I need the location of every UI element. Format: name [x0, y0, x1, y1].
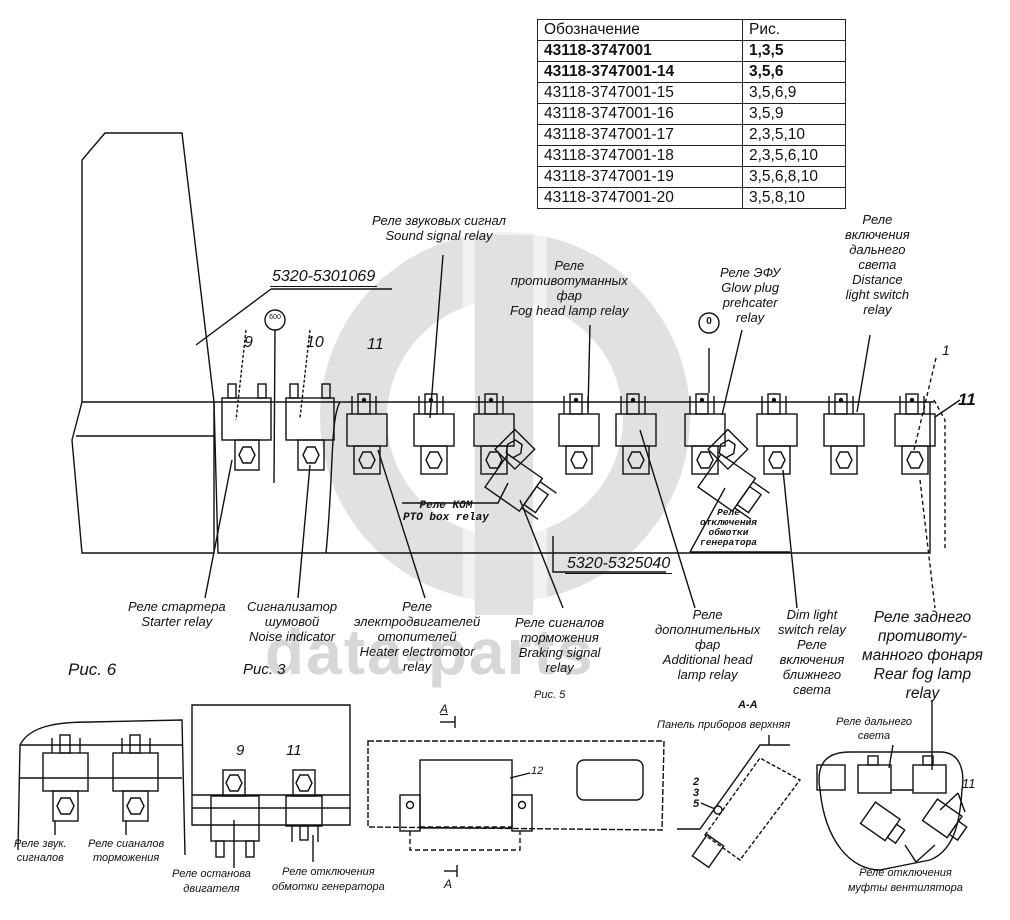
- fig3-number-11: 11: [286, 742, 302, 759]
- relay-9: [221, 329, 272, 471]
- relay: [823, 393, 865, 475]
- relay: [413, 393, 455, 475]
- fig5-section-mark-bottom: A: [444, 877, 453, 891]
- figures-cell: 1,3,5: [742, 40, 846, 62]
- spec-table-header: Обозначение Рис.: [537, 19, 846, 41]
- fig5-title: Рис. 5: [534, 689, 566, 701]
- part-number-panel: 5320-5325040: [565, 555, 673, 574]
- figures-cell: 3,5,6: [742, 61, 846, 83]
- header-figures: Рис.: [742, 19, 846, 41]
- table-row: 43118-3747001-20 3,5,8,10: [537, 187, 846, 209]
- table-row: 43118-3747001-15 3,5,6,9: [537, 82, 846, 104]
- designation-cell: 43118-3747001-20: [537, 187, 743, 209]
- figures-cell: 3,5,6,9: [742, 82, 846, 104]
- relay-10: [285, 329, 335, 471]
- relay: [756, 393, 798, 475]
- fig5-drawing: [367, 716, 665, 877]
- fig6-label-sound-relay: Реле звук.сигналов: [14, 838, 67, 864]
- fig3-number-9: 9: [236, 742, 245, 759]
- spec-table: Обозначение Рис. 43118-3747001 1,3,5 431…: [537, 19, 846, 209]
- table-row: 43118-3747001 1,3,5: [537, 40, 846, 62]
- fig6-title: Рис. 6: [68, 660, 117, 679]
- relay: [684, 393, 726, 475]
- designation-cell: 43118-3747001-16: [537, 103, 743, 125]
- table-row: 43118-3747001-16 3,5,9: [537, 103, 846, 125]
- fig5-part-number: 12: [531, 765, 544, 777]
- designation-cell: 43118-3747001-14: [537, 61, 743, 83]
- section-aa-panel-label: Панель приборов верхняя: [657, 719, 791, 731]
- fig6-drawing: [17, 719, 186, 856]
- table-row: 43118-3747001-18 2,3,5,6,10: [537, 145, 846, 167]
- table-row: 43118-3747001-19 3,5,6,8,10: [537, 166, 846, 188]
- figures-cell: 2,3,5,6,10: [742, 145, 846, 167]
- position-number-10: 10: [306, 334, 324, 351]
- pto-relay: [484, 428, 557, 520]
- fig5-section-mark-top: A: [440, 702, 449, 716]
- position-number-11-right: 11: [958, 390, 976, 409]
- generator-winding-relay: [697, 428, 770, 520]
- section-aa-drawing: [677, 735, 802, 869]
- watermark-logo: [320, 232, 691, 615]
- figures-cell: 3,5,9: [742, 103, 846, 125]
- figures-cell: 2,3,5,10: [742, 124, 846, 146]
- table-row: 43118-3747001-17 2,3,5,10: [537, 124, 846, 146]
- section-aa-title: А-А: [738, 699, 758, 711]
- position-number-9: 9: [244, 334, 253, 351]
- callout-0: 0: [706, 316, 712, 327]
- table-row: 43118-3747001-14 3,5,6: [537, 61, 846, 83]
- designation-cell: 43118-3747001-19: [537, 166, 743, 188]
- relay: [894, 393, 936, 475]
- fig-right-drawing: [816, 700, 968, 871]
- fig-right-number-11: 11: [962, 776, 976, 791]
- relay: [558, 393, 600, 475]
- position-number-11: 11: [367, 336, 384, 353]
- header-designation: Обозначение: [537, 19, 743, 41]
- position-number-1: 1: [942, 342, 950, 358]
- left-cabinet: [71, 132, 215, 554]
- figures-cell: 3,5,8,10: [742, 187, 846, 209]
- relay: [473, 393, 515, 475]
- fig3-drawing: [191, 704, 351, 868]
- designation-cell: 43118-3747001: [537, 40, 743, 62]
- designation-cell: 43118-3747001-15: [537, 82, 743, 104]
- callout-600: 600: [269, 314, 281, 321]
- part-number-bracket: 5320-5301069: [270, 268, 378, 287]
- designation-cell: 43118-3747001-18: [537, 145, 743, 167]
- fig3-title: Рис. 3: [243, 661, 286, 678]
- designation-cell: 43118-3747001-17: [537, 124, 743, 146]
- watermark-text: data-parts: [265, 616, 595, 688]
- relay: [346, 393, 388, 475]
- relay-row: [346, 393, 936, 475]
- figures-cell: 3,5,6,8,10: [742, 166, 846, 188]
